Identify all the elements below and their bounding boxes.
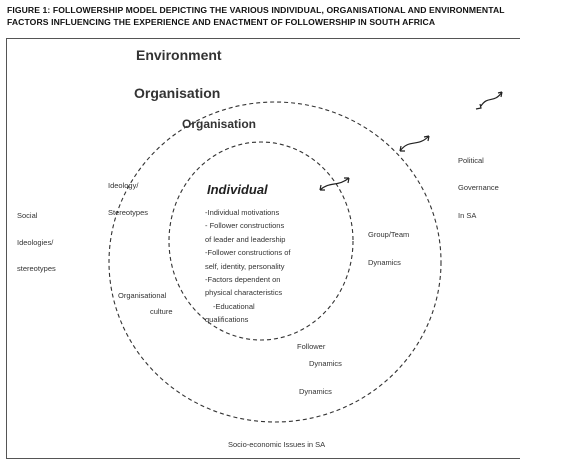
- outer-dynamics-label: Dynamics: [299, 387, 332, 396]
- individual-factor: - Follower constructions: [205, 221, 285, 231]
- stereotypes-org-label: Stereotypes: [108, 208, 149, 217]
- caption-line-1: FIGURE 1: FOLLOWERSHIP MODEL DEPICTING T…: [7, 5, 505, 15]
- individual-factor: self, identity, personality: [205, 261, 285, 271]
- double-arrow-icon: [475, 91, 503, 110]
- political-label: Political: [458, 156, 484, 165]
- outer-organisation-circle: [108, 101, 442, 423]
- organisation-outer-label: Organisation: [134, 85, 221, 101]
- governance-label: Governance: [458, 183, 499, 192]
- individual-factor: -Factors dependent on: [205, 275, 281, 285]
- organisational-label: Organisational: [118, 291, 167, 300]
- individual-factor: -Educational: [213, 301, 255, 311]
- individual-circle: [168, 141, 354, 341]
- individual-factor: physical characteristics: [205, 288, 283, 298]
- follower-label: Follower: [297, 342, 326, 351]
- group-team-label: Group/Team: [368, 230, 410, 239]
- individual-factor: -Follower constructions of: [205, 248, 291, 258]
- individual-factor: qualifications: [205, 315, 249, 325]
- top-rule: [6, 38, 520, 39]
- bottom-rule: [6, 458, 520, 459]
- individual-factors-list: -Individual motivations - Follower const…: [205, 206, 290, 327]
- environment-label: Environment: [136, 47, 222, 63]
- double-arrow-icon: [319, 177, 350, 191]
- group-dynamics-label: Dynamics: [368, 258, 401, 267]
- ideologies-label: Ideologies/: [17, 238, 54, 247]
- caption-line-2: FACTORS INFLUENCING THE EXPERIENCE AND E…: [7, 17, 436, 27]
- socio-economic-label: Socio-economic Issues in SA: [228, 440, 326, 449]
- individual-factor: -Individual motivations: [205, 208, 280, 217]
- culture-label: culture: [150, 307, 173, 316]
- figure-caption: FIGURE 1: FOLLOWERSHIP MODEL DEPICTING T…: [7, 4, 567, 28]
- stereotypes-env-label: stereotypes: [17, 264, 56, 273]
- in-sa-label: In SA: [458, 211, 477, 220]
- left-frame-line: [6, 39, 7, 459]
- double-arrow-icon: [399, 135, 430, 152]
- individual-factor: of leader and leadership: [205, 234, 286, 244]
- social-label: Social: [17, 211, 38, 220]
- follower-dynamics-label: Dynamics: [309, 359, 342, 368]
- individual-label: Individual: [207, 182, 268, 197]
- ideology-label: Ideology/: [108, 181, 139, 190]
- organisation-inner-label: Organisation: [182, 117, 257, 131]
